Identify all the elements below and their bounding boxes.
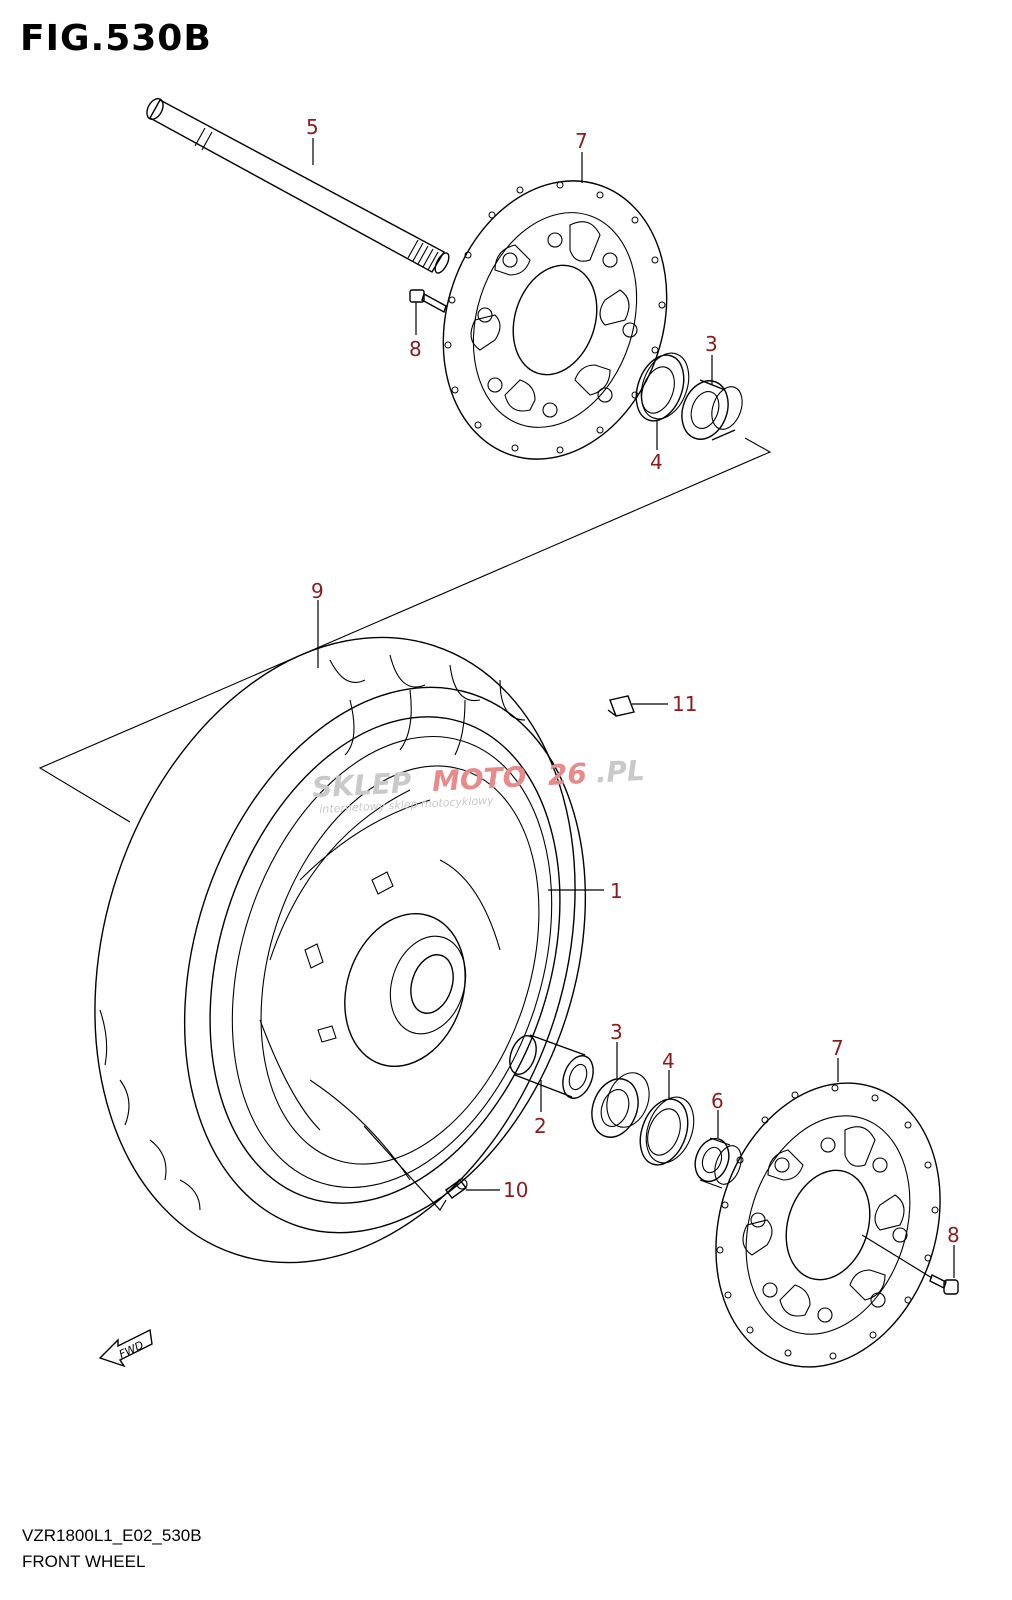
front-axle	[146, 98, 450, 274]
bearing-upper	[681, 379, 743, 441]
watermark-text-b: MOTO	[431, 760, 527, 798]
bearing-lower	[591, 1072, 650, 1138]
oil-seal-lower	[639, 1096, 695, 1166]
watermark-text-a: SKLEP	[311, 766, 412, 804]
callout-bolt-upper: 8	[409, 337, 422, 361]
fwd-label: FWD	[117, 1338, 146, 1361]
callout-bearing-lower: 3	[610, 1020, 623, 1044]
leader-lines	[312, 138, 955, 1279]
tire-valve	[445, 1178, 468, 1199]
brake-disc-upper	[442, 180, 668, 460]
balance-weight	[607, 695, 635, 717]
figure-title: FIG.530B	[20, 18, 212, 59]
figure-code: VZR1800L1_E02_530B	[22, 1526, 202, 1545]
callout-bolt-lower: 8	[947, 1223, 960, 1247]
cast-wheel	[209, 716, 561, 1204]
callout-seal-lower: 4	[662, 1049, 675, 1073]
watermark-text-c: 26	[547, 757, 588, 792]
watermark-text-d: .PL	[595, 754, 646, 790]
disc-bolt-lower	[929, 1274, 959, 1295]
callout-seal-upper: 4	[650, 450, 663, 474]
oil-seal-upper	[635, 352, 690, 422]
callout-brake-disc-upper: 7	[575, 129, 588, 153]
callout-axle: 5	[306, 115, 319, 139]
callout-bearing-upper: 3	[705, 332, 718, 356]
figure-name: FRONT WHEEL	[22, 1552, 146, 1571]
callout-brake-disc-lower: 7	[831, 1036, 844, 1060]
brake-disc-lower	[715, 1082, 941, 1368]
wheel-spacer	[509, 1034, 594, 1099]
explosion-axis-line	[38, 437, 772, 823]
callout-hub-spacer: 6	[711, 1089, 724, 1113]
callout-spacer: 2	[534, 1114, 547, 1138]
callout-tire: 9	[311, 579, 324, 603]
hub-spacer	[694, 1137, 742, 1189]
fwd-arrow-icon: FWD	[98, 1328, 153, 1368]
watermark-logo: SKLEP MOTO 26 .PL internetowy sklep moto…	[311, 754, 646, 816]
callout-wheel: 1	[610, 879, 623, 903]
disc-bolt-upper	[409, 289, 447, 314]
front-tire	[94, 636, 587, 1264]
callout-valve: 10	[503, 1178, 528, 1202]
callout-balance-weight: 11	[672, 692, 697, 716]
